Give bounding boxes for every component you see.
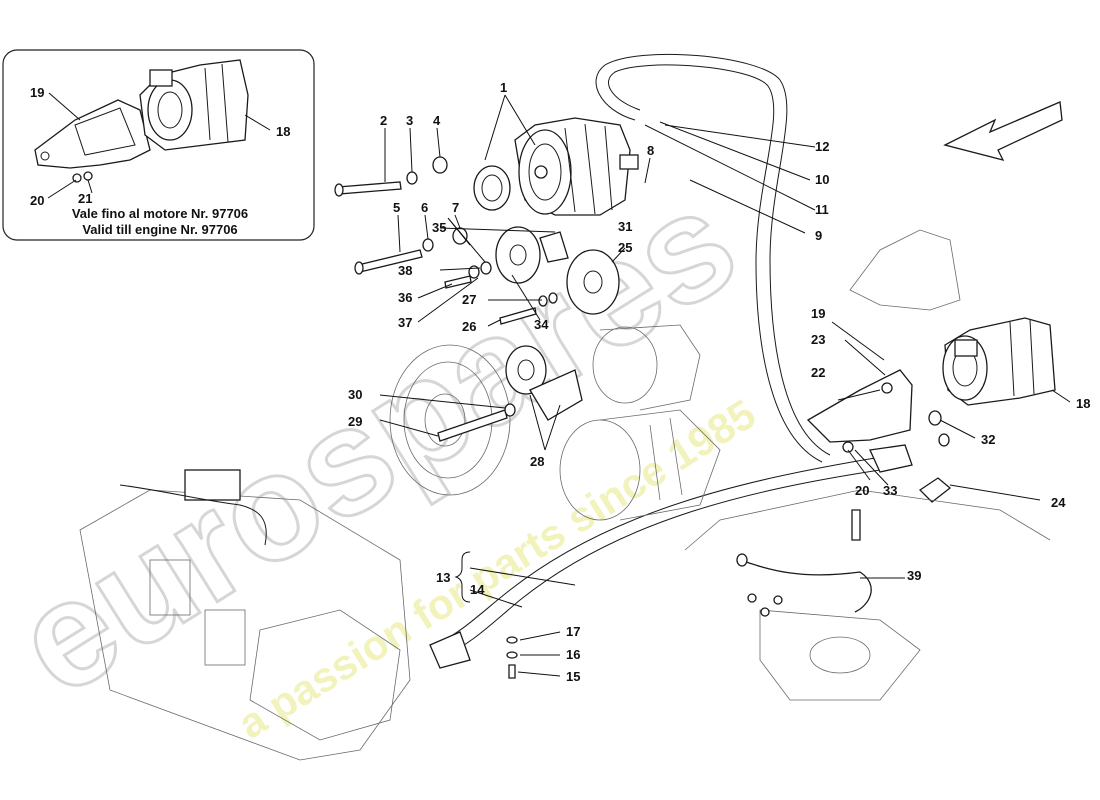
leader-lines	[379, 94, 1071, 677]
battery-cable	[429, 53, 913, 669]
ground-strap	[684, 489, 1051, 701]
callout-24: 24	[1051, 495, 1066, 510]
cable-screw	[506, 636, 518, 679]
callout-34: 34	[534, 317, 549, 332]
front-direction-arrow-icon	[943, 101, 1063, 161]
callout-5: 5	[393, 200, 400, 215]
inset-callout-19: 19	[30, 85, 44, 100]
alternator	[514, 117, 639, 216]
crank-pulley	[389, 344, 516, 496]
callout-20: 20	[855, 483, 869, 498]
callout-14: 14	[470, 582, 485, 597]
mounting-bolts	[334, 156, 468, 275]
callout-9: 9	[815, 228, 822, 243]
starter-motor	[942, 317, 1056, 406]
callout-12: 12	[815, 139, 829, 154]
callout-30: 30	[348, 387, 362, 402]
callout-18: 18	[1076, 396, 1090, 411]
alternator-pulley	[473, 165, 511, 211]
callout-26: 26	[462, 319, 476, 334]
callout-27: 27	[462, 292, 476, 307]
belt-tensioner	[505, 345, 583, 421]
callout-10: 10	[815, 172, 829, 187]
callout-36: 36	[398, 290, 412, 305]
callout-39: 39	[907, 568, 921, 583]
callout-8: 8	[647, 143, 654, 158]
callout-28: 28	[530, 454, 544, 469]
callout-19: 19	[811, 306, 825, 321]
callout-16: 16	[566, 647, 580, 662]
inset-panel: 19 18 20 21 Vale fino al motore Nr. 9770…	[2, 49, 315, 241]
callouts: 1 2 3 4 5 6 7 8 9 10 11 12 35 31 25 38 3…	[348, 80, 1090, 684]
callout-31: 31	[618, 219, 632, 234]
starter-bracket	[806, 229, 961, 453]
callout-22: 22	[811, 365, 825, 380]
callout-15: 15	[566, 669, 580, 684]
idler-pulleys	[444, 226, 620, 325]
inset-callout-21: 21	[78, 191, 92, 206]
inset-callout-18: 18	[276, 124, 290, 139]
callout-25: 25	[618, 240, 632, 255]
callout-6: 6	[421, 200, 428, 215]
callout-32: 32	[981, 432, 995, 447]
inset-callout-20: 20	[30, 193, 44, 208]
callout-4: 4	[433, 113, 441, 128]
callout-7: 7	[452, 200, 459, 215]
callout-35: 35	[432, 220, 446, 235]
callout-3: 3	[406, 113, 413, 128]
inset-caption-it: Vale fino al motore Nr. 97706	[72, 206, 248, 221]
callout-23: 23	[811, 332, 825, 347]
callout-29: 29	[348, 414, 362, 429]
cable-clamp	[918, 477, 952, 503]
callout-11: 11	[815, 202, 829, 217]
callout-38: 38	[398, 263, 412, 278]
fuse-box	[79, 469, 411, 761]
callout-17: 17	[566, 624, 580, 639]
callout-33: 33	[883, 483, 897, 498]
callout-2: 2	[380, 113, 387, 128]
callout-13: 13	[436, 570, 450, 585]
inset-caption-en: Valid till engine Nr. 97706	[82, 222, 237, 237]
callout-1: 1	[500, 80, 507, 95]
watermark: eurospares a passion for parts since 198…	[0, 155, 764, 748]
ac-compressor	[559, 324, 721, 521]
callout-37: 37	[398, 315, 412, 330]
